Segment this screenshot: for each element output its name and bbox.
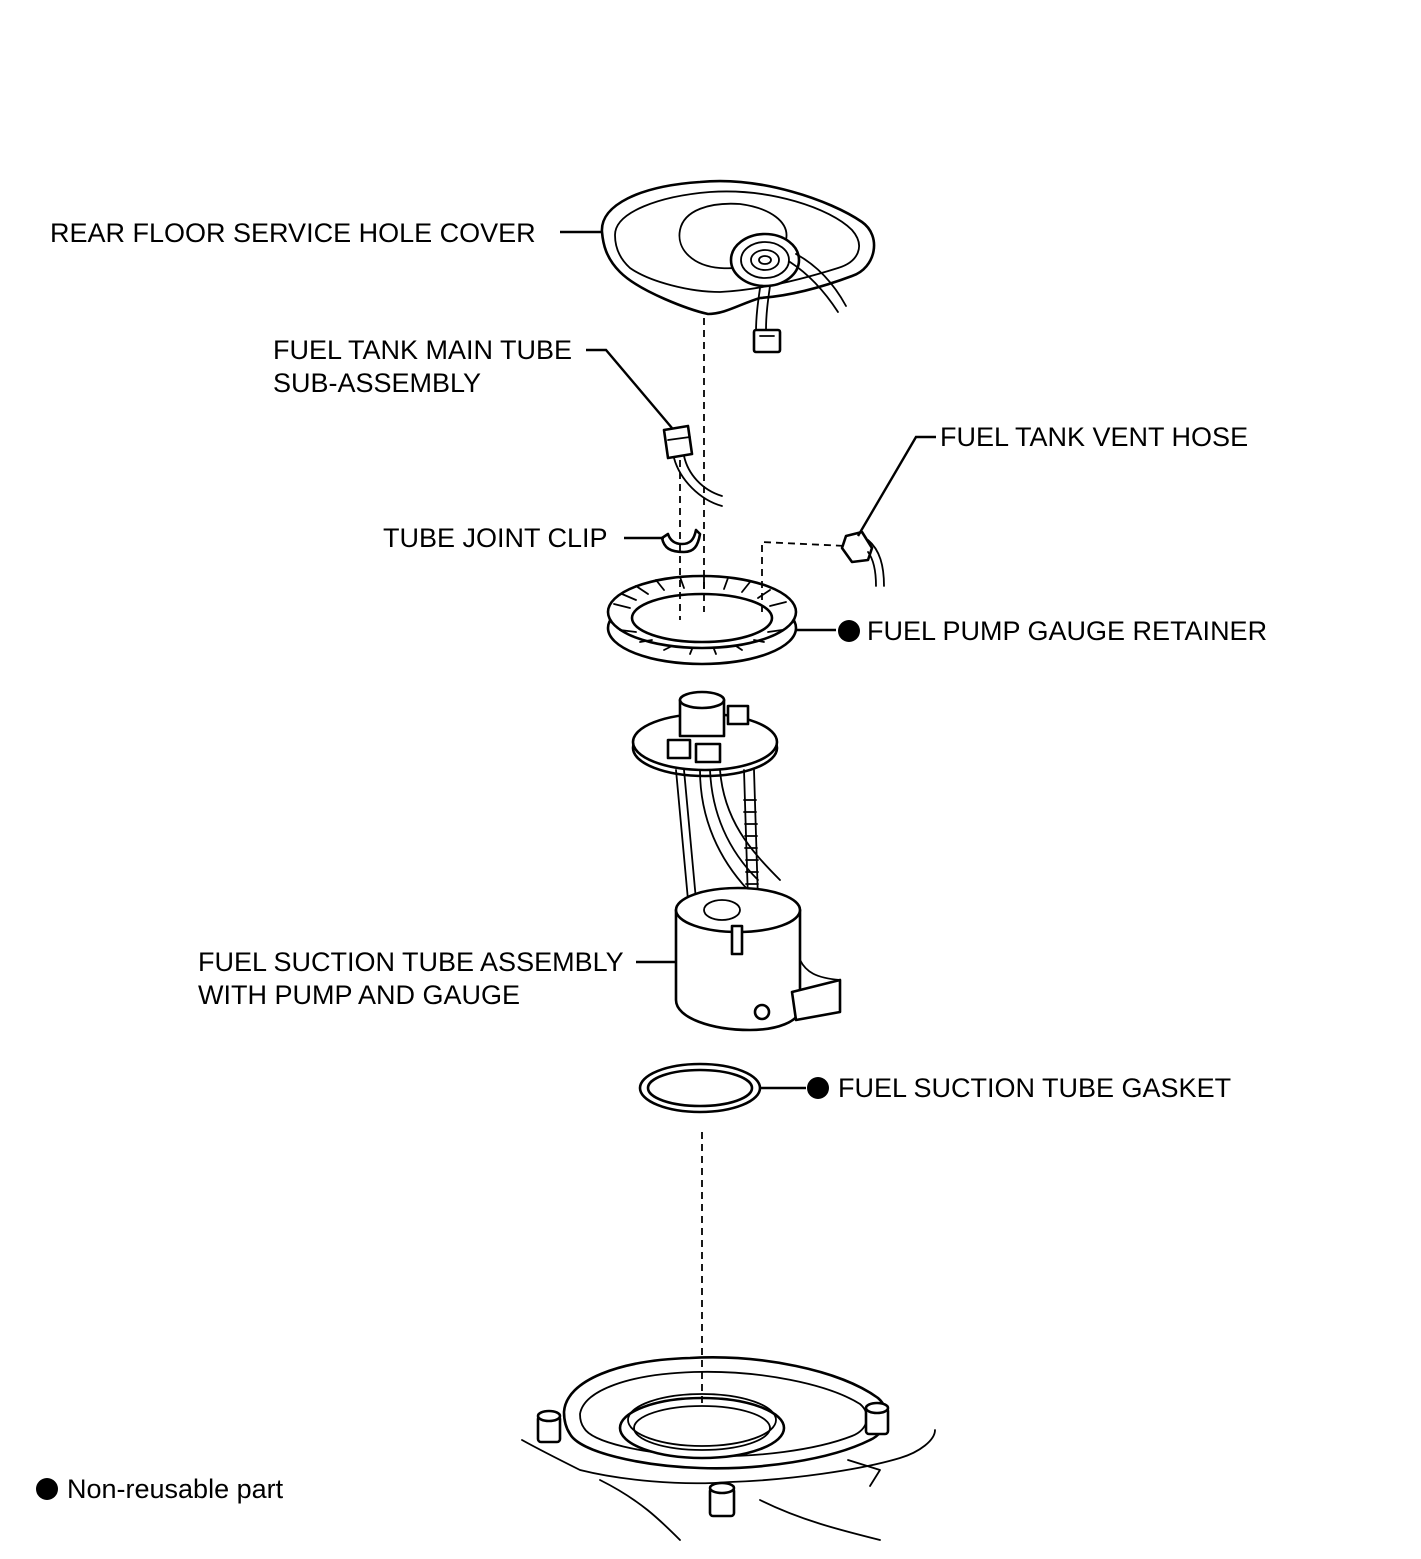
non-reusable-marker-retainer <box>838 620 860 642</box>
label-rear-floor-service-hole-cover: REAR FLOOR SERVICE HOLE COVER <box>50 218 536 248</box>
fuel-suction-tube-gasket <box>638 1062 762 1114</box>
label-fuel-suction-tube-assembly-line1: FUEL SUCTION TUBE ASSEMBLY <box>198 947 624 977</box>
leader-lines <box>560 230 936 1090</box>
legend-marker <box>36 1478 58 1500</box>
label-fuel-suction-tube-assembly-line2: WITH PUMP AND GAUGE <box>198 980 520 1010</box>
rear-floor-service-hole-cover <box>600 179 876 354</box>
fuel-tank-top <box>521 1356 936 1541</box>
legend: Non-reusable part <box>36 1474 284 1504</box>
label-fuel-tank-vent-hose: FUEL TANK VENT HOSE <box>940 422 1248 452</box>
fuel-suction-tube-assembly <box>631 690 842 1032</box>
non-reusable-marker-gasket <box>807 1077 829 1099</box>
fuel-tank-vent-hose <box>840 530 885 587</box>
legend-non-reusable-part: Non-reusable part <box>67 1474 284 1504</box>
tube-joint-clip <box>660 528 702 554</box>
label-tube-joint-clip: TUBE JOINT CLIP <box>383 523 608 553</box>
label-fuel-suction-tube-gasket: FUEL SUCTION TUBE GASKET <box>838 1073 1231 1103</box>
label-fuel-tank-main-tube-line2: SUB-ASSEMBLY <box>273 368 481 398</box>
fuel-tank-main-tube <box>662 424 723 507</box>
fuel-pump-gauge-retainer <box>606 574 798 666</box>
label-fuel-pump-gauge-retainer: FUEL PUMP GAUGE RETAINER <box>867 616 1267 646</box>
label-fuel-tank-main-tube-line1: FUEL TANK MAIN TUBE <box>273 335 572 365</box>
alignment-lines <box>679 318 847 1404</box>
